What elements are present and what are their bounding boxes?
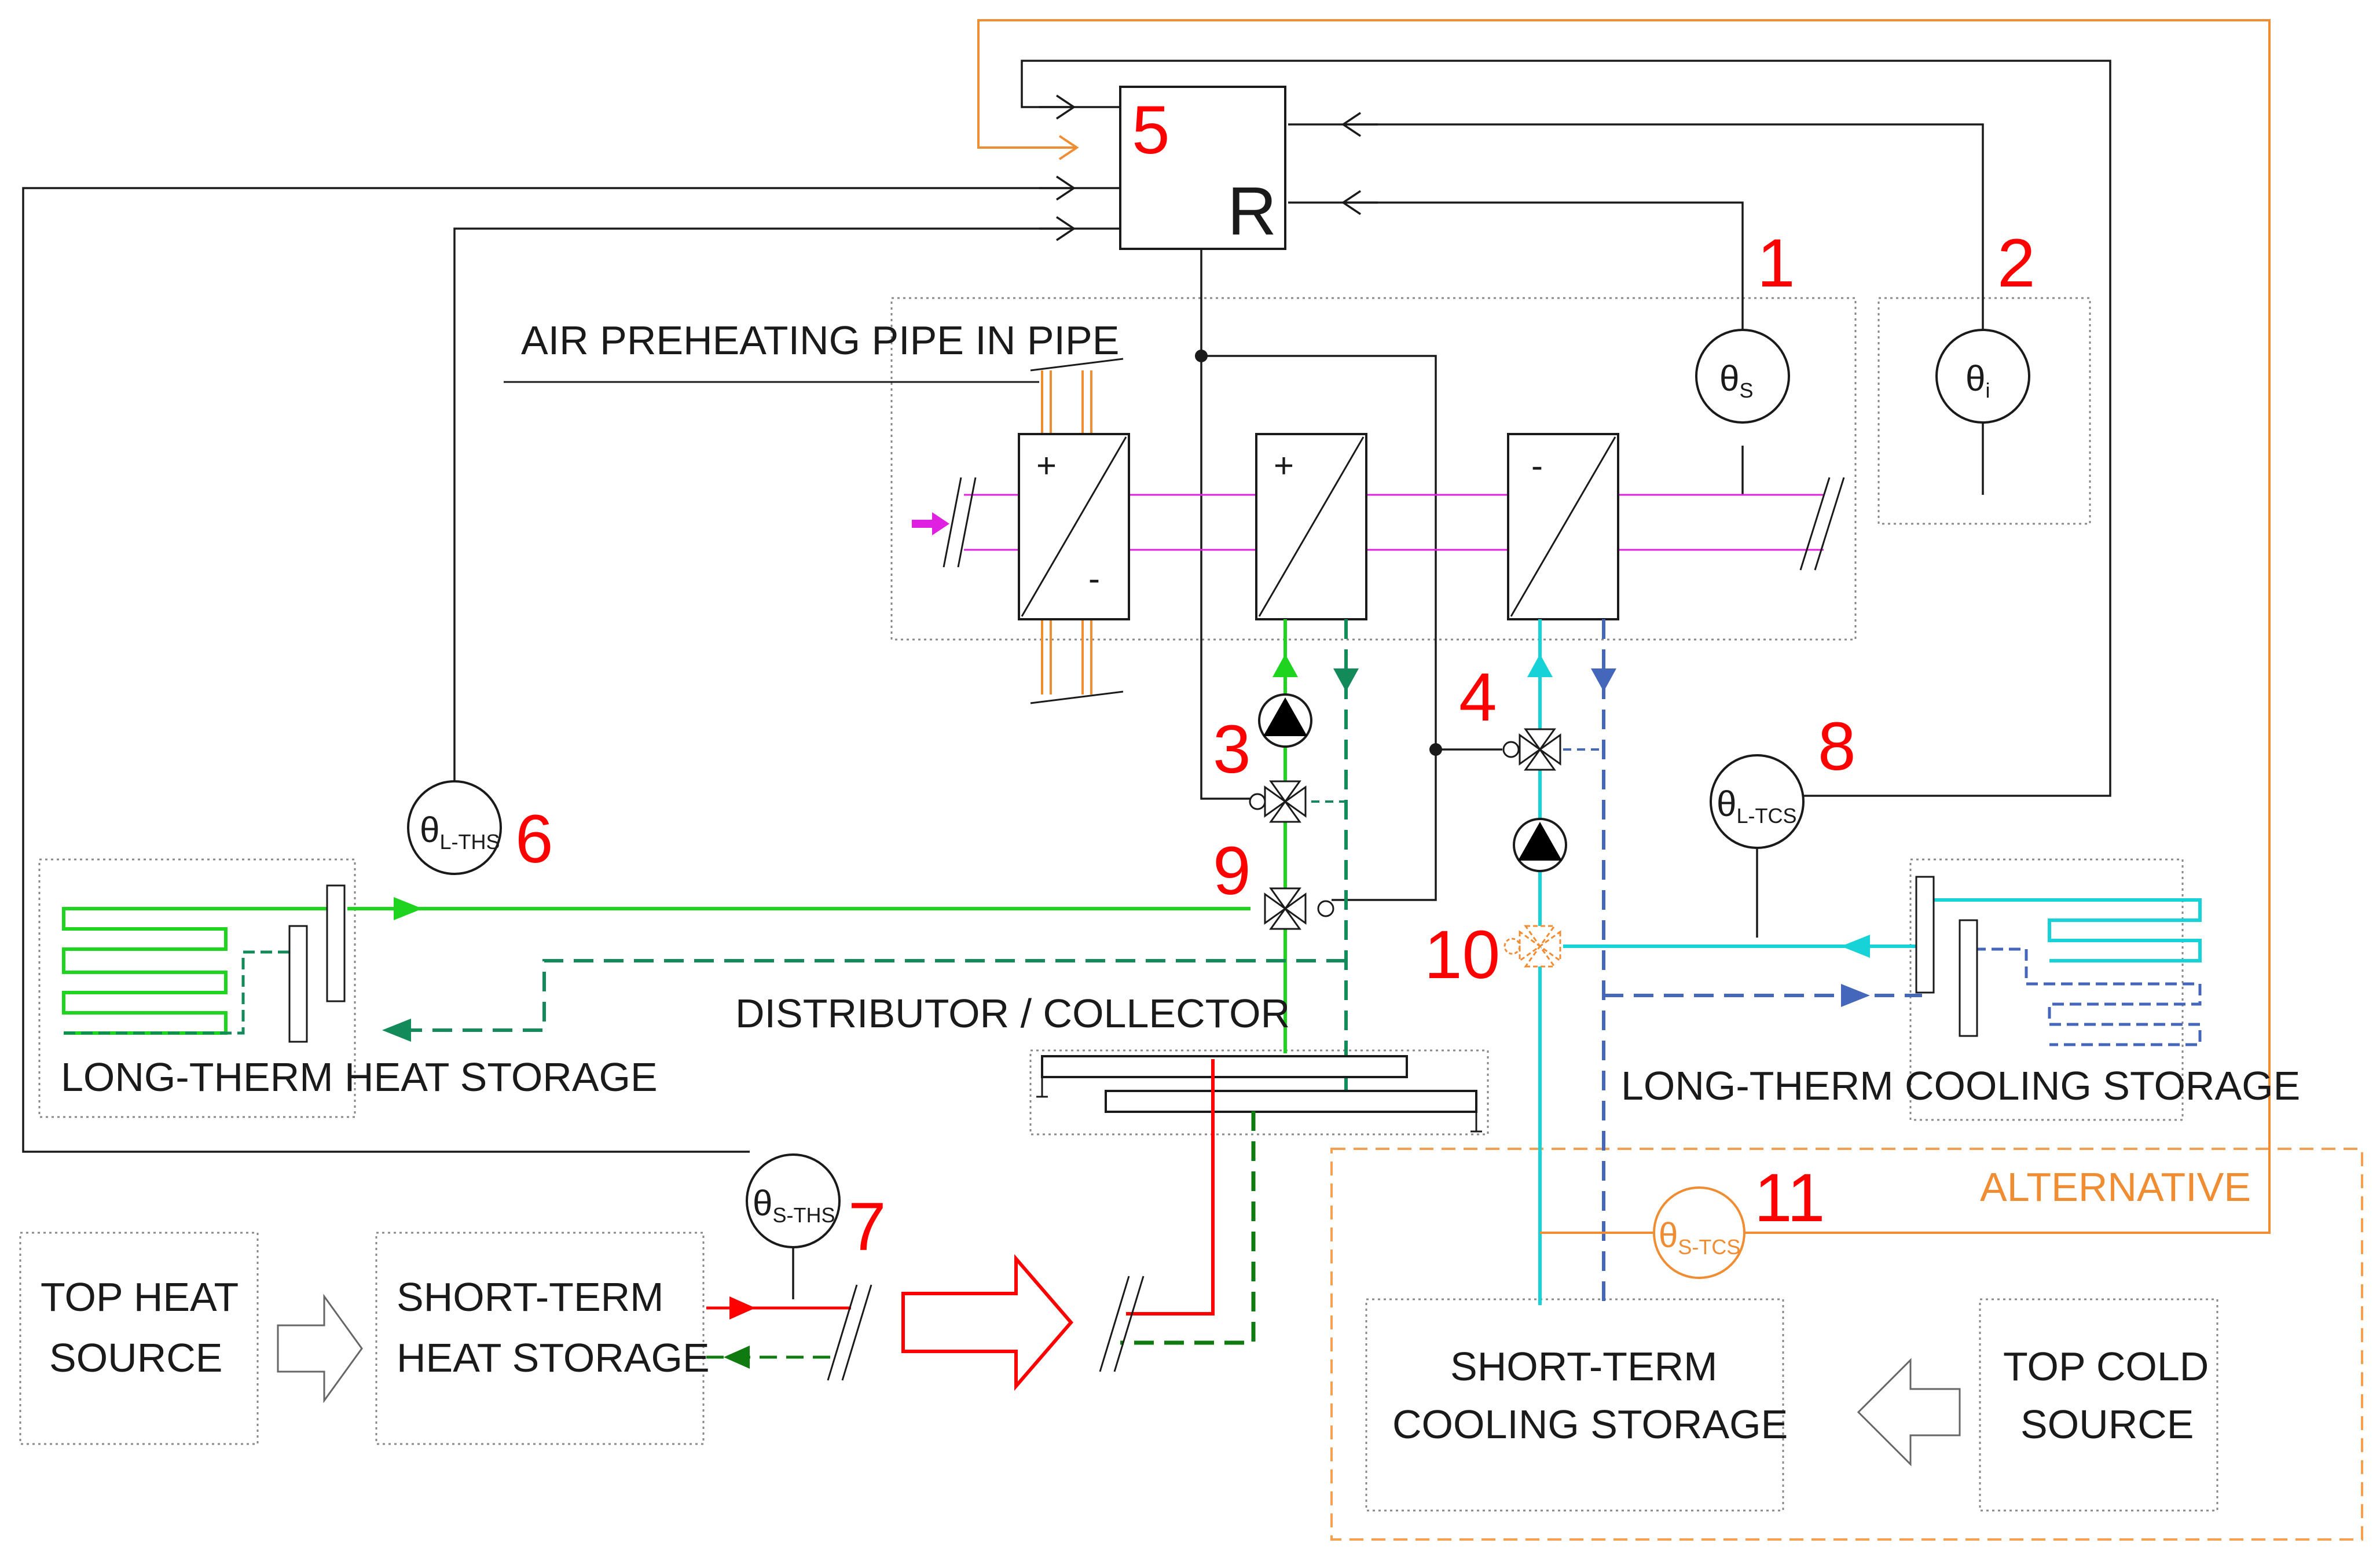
- mixing-valve-3: [1249, 780, 1307, 823]
- sensor-8-number: 8: [1818, 708, 1856, 785]
- short-heat-line1: SHORT-TERM: [397, 1274, 664, 1320]
- component-9-number: 9: [1213, 833, 1251, 909]
- sensor-8-symbol: θ: [1717, 784, 1736, 824]
- distributor-label: DISTRIBUTOR / COLLECTOR: [735, 991, 1290, 1036]
- svg-text:θS-TCS: θS-TCS: [1659, 1216, 1740, 1259]
- long-cool-storage-coil: LONG-THERM COOLING STORAGE: [1621, 876, 2300, 1108]
- sensor-11-symbol: θ: [1659, 1216, 1678, 1255]
- controller-number: 5: [1132, 92, 1170, 168]
- short-heat-line2: HEAT STORAGE: [397, 1335, 710, 1380]
- short-heat-storage-box: [375, 1232, 705, 1445]
- hot-water-circuit: [347, 619, 1359, 1094]
- svg-text:θS: θS: [1719, 359, 1754, 402]
- sensor-6: θL-THS 6: [407, 780, 553, 877]
- sensor-1-symbol: θ: [1719, 359, 1739, 399]
- mixing-valve-10: [1503, 925, 1561, 968]
- top-heat-arrow: [277, 1294, 363, 1403]
- short-cool-storage-box: [1365, 1298, 1784, 1512]
- sensor-8-sub: L-TCS: [1736, 804, 1796, 828]
- sensor-11-number: 11: [1754, 1160, 1825, 1236]
- pump-cooling: [1513, 818, 1567, 872]
- top-cold-source-box: [1979, 1298, 2218, 1512]
- sensor-11: θS-TCS 11: [1653, 1160, 1825, 1279]
- alternative-zone-box: [1330, 1148, 2363, 1541]
- air-preheating-pipes: AIR PREHEATING PIPE IN PIPE: [504, 318, 1124, 704]
- sensor-6-number: 6: [515, 801, 553, 877]
- long-cool-label: LONG-THERM COOLING STORAGE: [1621, 1063, 2300, 1108]
- short-heat-lines: [706, 1059, 1256, 1391]
- long-heat-storage-coil: LONG-THERM HEAT STORAGE: [61, 884, 658, 1100]
- svg-text:θL-TCS: θL-TCS: [1717, 784, 1797, 828]
- mixing-valve-9: [1264, 887, 1334, 930]
- heat-exchanger-heating: +: [1255, 433, 1367, 620]
- indoor-sensor-box: [1877, 297, 2091, 525]
- long-heat-storage-box: [38, 858, 356, 1118]
- short-cool-line1: SHORT-TERM: [1450, 1344, 1718, 1389]
- sensor-1-sub: S: [1739, 379, 1753, 402]
- top-heat-line2: SOURCE: [49, 1335, 222, 1380]
- air-preheating-label: AIR PREHEATING PIPE IN PIPE: [521, 318, 1119, 363]
- svg-text:θi: θi: [1965, 359, 1990, 402]
- sensor-8: θL-TCS 8: [1710, 708, 1856, 849]
- top-cold-line1: TOP COLD: [2003, 1344, 2209, 1389]
- sensor-2-number: 2: [1997, 225, 2036, 302]
- controller-symbol: R: [1227, 173, 1277, 249]
- component-3-number: 3: [1213, 711, 1251, 788]
- hx1-plus: +: [1036, 446, 1057, 485]
- sensor-2-symbol: θ: [1965, 359, 1985, 399]
- control-wiring: [22, 60, 2111, 1299]
- hx3-minus: -: [1531, 446, 1543, 485]
- sensor-7: θS-THS 7: [746, 1153, 886, 1265]
- hx2-plus: +: [1274, 446, 1294, 485]
- component-10-number: 10: [1424, 917, 1500, 993]
- long-heat-label: LONG-THERM HEAT STORAGE: [61, 1054, 658, 1100]
- distributor-collector-box: [1029, 1049, 1489, 1136]
- component-4-number: 4: [1459, 659, 1497, 736]
- sensor-7-sub: S-THS: [772, 1203, 835, 1227]
- sensor-7-number: 7: [848, 1189, 886, 1265]
- air-handling-unit-box: [890, 297, 1857, 641]
- sensor-1-number: 1: [1757, 225, 1795, 302]
- distributor-collector: DISTRIBUTOR / COLLECTOR: [735, 991, 1482, 1133]
- top-cold-line2: SOURCE: [2020, 1402, 2194, 1447]
- sensor-6-sub: L-THS: [439, 830, 500, 854]
- heat-exchanger-cooling: -: [1507, 433, 1619, 620]
- sensor-6-symbol: θ: [420, 810, 439, 850]
- svg-text:θS-THS: θS-THS: [753, 1184, 835, 1227]
- short-cool-line2: COOLING STORAGE: [1392, 1402, 1788, 1447]
- transfer-arrow-red: [901, 1254, 1073, 1391]
- top-heat-source-box: [19, 1232, 259, 1445]
- pump-heating: [1258, 693, 1312, 748]
- sensor-2-sub: i: [1985, 379, 1990, 402]
- sensor-2: θi 2: [1935, 225, 2036, 424]
- sensor-1: θS 1: [1695, 225, 1795, 424]
- controller: 5 R: [1119, 86, 1286, 250]
- hx1-minus: -: [1088, 559, 1100, 598]
- controller-box: [1119, 86, 1286, 250]
- heat-exchanger-preheat: + -: [1018, 433, 1130, 620]
- top-heat-line1: TOP HEAT: [41, 1274, 239, 1320]
- alternative-label: ALTERNATIVE: [1980, 1164, 2251, 1210]
- mixing-valve-4: [1502, 728, 1561, 771]
- sensor-7-symbol: θ: [753, 1184, 772, 1223]
- top-cold-arrow: [1857, 1358, 1961, 1467]
- svg-text:θL-THS: θL-THS: [420, 810, 500, 854]
- sensor-11-sub: S-TCS: [1678, 1235, 1740, 1259]
